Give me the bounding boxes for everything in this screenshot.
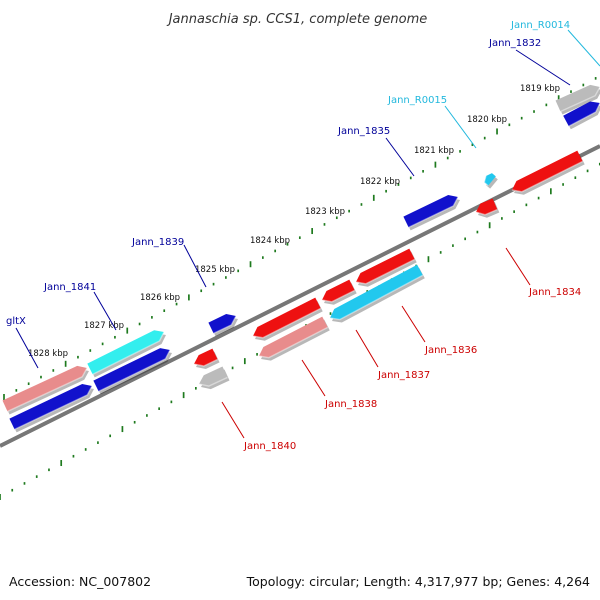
jann_1840-arrow[interactable] (193, 348, 220, 369)
jann_1838-arrow[interactable] (252, 297, 323, 341)
jann_1835-label[interactable]: Jann_1835 (337, 126, 390, 137)
leader-line (444, 105, 477, 149)
jann_1838-arrow[interactable] (258, 316, 330, 361)
kbp-labels: 1819 kbp 1820 kbp 1821 kbp 1822 kbp 1823 kbp… (28, 84, 560, 359)
jann_r0015-arrow[interactable] (483, 173, 498, 189)
accession-label: Accession: NC_007802 (9, 574, 152, 589)
leader-line (93, 291, 117, 331)
jann_1837-label[interactable]: Jann_1837 (377, 370, 430, 381)
leader-line (401, 305, 426, 343)
kbp-label: 1827 kbp (84, 321, 124, 331)
leader-line (567, 29, 600, 67)
jann_1841-label[interactable]: Jann_1841 (43, 282, 96, 293)
topology-label: Topology: circular; Length: 4,317,977 bp… (246, 574, 590, 589)
gltx-arrow[interactable] (93, 348, 172, 395)
kbp-label: 1819 kbp (520, 84, 560, 94)
gltx-arrow[interactable] (2, 365, 89, 415)
jann_r0014-arrow[interactable] (555, 84, 600, 115)
kbp-label: 1821 kbp (414, 146, 454, 156)
kbp-label: 1825 kbp (195, 265, 235, 275)
leader-line (221, 401, 245, 439)
jann_1839-label[interactable]: Jann_1839 (131, 237, 184, 248)
jann_r0014-label[interactable]: Jann_R0014 (510, 20, 570, 31)
kbp-label: 1828 kbp (28, 349, 68, 359)
map-title: Jannaschia sp. CCS1, complete genome (166, 12, 428, 27)
leader-line (183, 244, 207, 288)
leader-line (15, 327, 39, 369)
leader-line (355, 329, 379, 368)
jann_1834-arrow[interactable] (475, 198, 500, 218)
gltx-arrow[interactable] (9, 384, 94, 433)
jann_1836-label[interactable]: Jann_1836 (424, 345, 477, 356)
jann_1832-label[interactable]: Jann_1832 (488, 38, 541, 49)
kbp-label: 1820 kbp (467, 115, 507, 125)
kbp-label: 1822 kbp (360, 177, 400, 187)
jann_1837-arrow[interactable] (355, 248, 417, 287)
jann_1834-arrow[interactable] (511, 150, 585, 195)
jann_1841-arrow[interactable] (87, 330, 166, 378)
jann_1837-arrow[interactable] (321, 279, 357, 305)
kbp-label: 1823 kbp (305, 207, 345, 217)
jann_r0015-label[interactable]: Jann_R0015 (387, 95, 447, 106)
jann_1834-label[interactable]: Jann_1834 (528, 287, 581, 298)
jann_1840-arrow[interactable] (198, 366, 230, 390)
jann_1840-label[interactable]: Jann_1840 (243, 441, 296, 452)
leader-line (505, 247, 531, 286)
gltx-label[interactable]: gltX (6, 316, 26, 327)
jann_1838-label[interactable]: Jann_1838 (324, 399, 377, 410)
jann_1835-arrow[interactable] (403, 195, 460, 231)
genome-backbone (0, 144, 600, 448)
leader-line (515, 49, 571, 86)
jann_1839-arrow[interactable] (208, 314, 238, 337)
gene-labels: Jann_1832Jann_R0014Jann_R0015Jann_1834Ja… (6, 20, 600, 452)
kbp-label: 1824 kbp (250, 236, 290, 246)
leader-line (301, 359, 326, 397)
features (2, 84, 600, 433)
leader-line (385, 137, 415, 177)
jann_1832-arrow[interactable] (563, 101, 600, 130)
jann_1836-arrow[interactable] (329, 264, 425, 323)
kbp-label: 1826 kbp (140, 293, 180, 303)
